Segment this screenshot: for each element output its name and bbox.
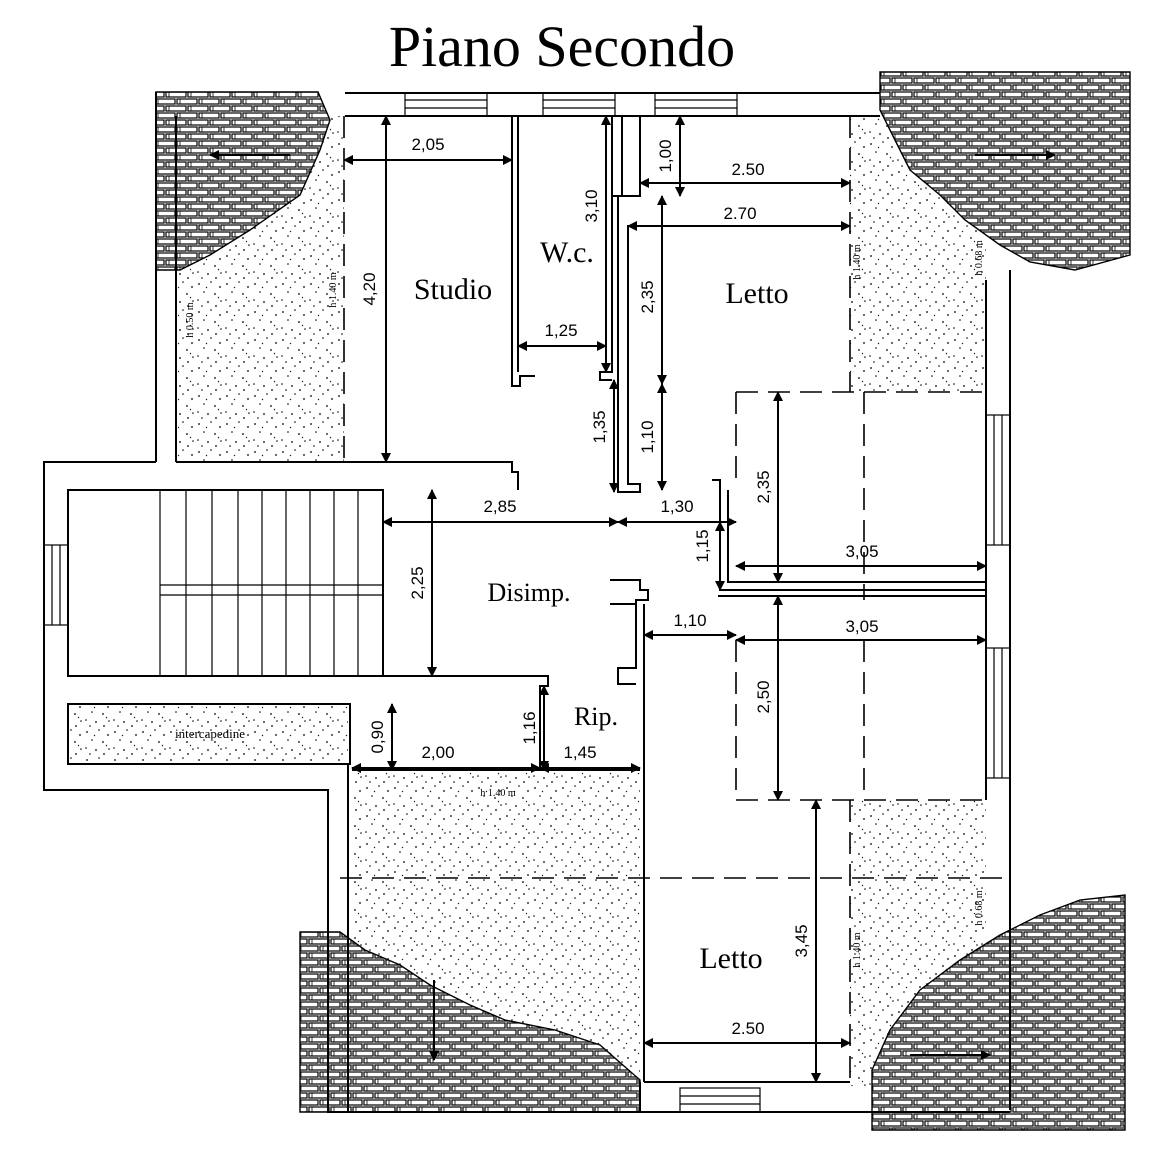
plan-title: Piano Secondo <box>389 14 735 79</box>
height-label: h 1.40 m <box>328 272 339 308</box>
room-label-disimpegno: Disimp. <box>487 578 570 607</box>
dim-label: 2,85 <box>483 497 516 516</box>
height-labels: h 0.50 m h 1.40 m h 1.40 m h 0.68 m h 1.… <box>185 240 985 968</box>
height-label: h 1.40 m <box>852 932 863 968</box>
height-label: h 1.40 m <box>480 788 516 799</box>
dim-label: 2,00 <box>421 743 454 762</box>
walls <box>43 92 1011 1113</box>
dim-label: 1,16 <box>520 711 539 744</box>
dim-label: 2,35 <box>754 470 773 503</box>
room-label-wc: W.c. <box>540 236 594 269</box>
dim-label: 3,05 <box>845 542 878 561</box>
room-label-studio: Studio <box>414 273 492 306</box>
dim-label: 2,35 <box>638 280 657 313</box>
height-label: h 1.40 m <box>852 244 863 280</box>
dim-label: 2.50 <box>731 1019 764 1038</box>
dim-label: 2,05 <box>411 135 444 154</box>
height-label: h 0.68 m <box>974 890 985 926</box>
dim-label: 1,30 <box>660 497 693 516</box>
dim-label: 3,10 <box>582 189 601 222</box>
dim-label: 2,25 <box>408 566 427 599</box>
room-label-letto-top: Letto <box>725 277 788 310</box>
dim-label: 1,15 <box>693 529 712 562</box>
dim-label: 3,05 <box>845 617 878 636</box>
dim-label: 1,10 <box>638 420 657 453</box>
dim-label: 1,25 <box>544 321 577 340</box>
room-labels: Studio W.c. Letto Disimp. Rip. Letto int… <box>175 236 789 975</box>
dim-label: 1,00 <box>656 139 675 172</box>
slope-arrows <box>209 150 1056 1061</box>
dim-label: 3,45 <box>792 924 811 957</box>
dim-label: 1,10 <box>673 611 706 630</box>
height-label: h 0.68 m <box>974 240 985 276</box>
dim-label: 0,90 <box>368 720 387 753</box>
dim-label: 2.70 <box>723 204 756 223</box>
dim-label: 2,50 <box>754 680 773 713</box>
roof-tiles <box>155 71 1131 1131</box>
dim-label: 2.50 <box>731 160 764 179</box>
dim-label: 4,20 <box>360 272 379 305</box>
dim-label: 1,35 <box>590 410 609 443</box>
dimension-labels: 2,05 4,20 3,10 1,00 2.50 2.70 2,35 1,25 … <box>360 135 879 1038</box>
dim-label: 1,45 <box>563 743 596 762</box>
room-label-letto-bottom: Letto <box>699 942 762 975</box>
room-label-ripostiglio: Rip. <box>574 702 618 731</box>
dimension-lines <box>343 115 987 1083</box>
room-label-intercapedine: intercapedine <box>175 726 245 741</box>
height-label: h 0.50 m <box>185 302 196 338</box>
